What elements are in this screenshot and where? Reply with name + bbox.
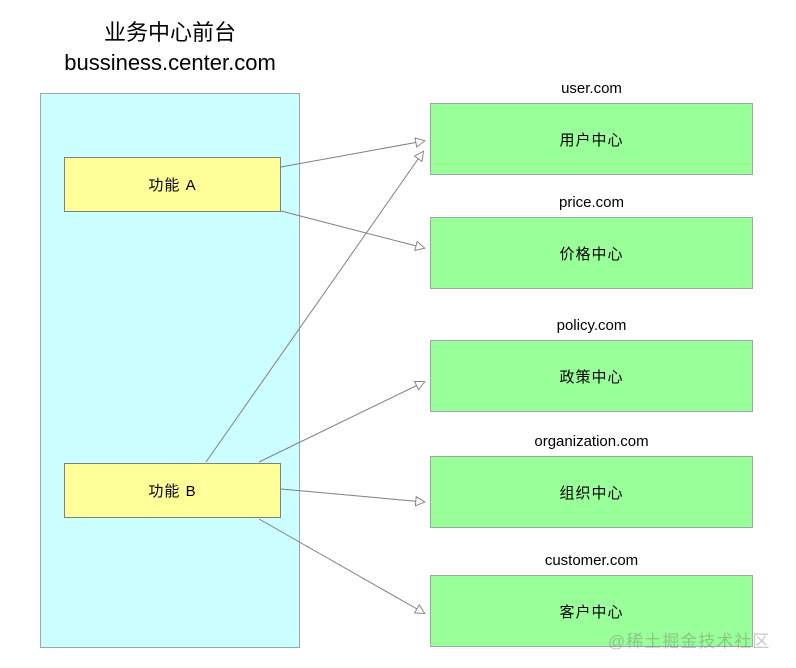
watermark: @稀土掘金技术社区 [608,632,771,651]
service-user: user.com 用户中心 [430,79,753,175]
service-user-domain: user.com [561,80,622,97]
function-box-b[interactable]: 功能 B [64,463,281,518]
service-user-label: 用户中心 [559,131,624,149]
service-customer: customer.com 客户中心 [430,551,753,647]
service-policy-box[interactable]: 政策中心 [430,340,753,412]
service-price: price.com 价格中心 [430,193,753,289]
service-customer-domain: customer.com [544,552,639,569]
service-customer-label: 客户中心 [559,603,624,621]
service-price-box[interactable]: 价格中心 [430,217,753,289]
function-box-a-label: 功能 A [148,177,197,194]
title-domain: bussiness.center.com [64,50,276,75]
function-box-b-label: 功能 B [148,483,197,500]
service-organization-box[interactable]: 组织中心 [430,456,753,528]
service-customer-box[interactable]: 客户中心 [430,575,753,647]
service-price-domain: price.com [558,194,625,211]
connector-funcA-to-user [280,141,424,168]
service-organization-domain: organization.com [534,433,649,450]
connector-funcB-to-organization [280,488,424,502]
service-user-box[interactable]: 用户中心 [430,103,753,175]
service-policy-domain: policy.com [556,317,627,334]
connector-funcA-to-price [280,210,424,248]
title-chinese: 业务中心前台 [103,20,236,45]
diagram-title: 业务中心前台 bussiness.center.com [40,18,300,78]
service-organization: organization.com 组织中心 [430,432,753,528]
service-price-label: 价格中心 [559,245,624,263]
function-box-a[interactable]: 功能 A [64,157,281,212]
service-organization-label: 组织中心 [559,484,624,502]
service-policy: policy.com 政策中心 [430,316,753,412]
service-policy-label: 政策中心 [559,368,624,386]
